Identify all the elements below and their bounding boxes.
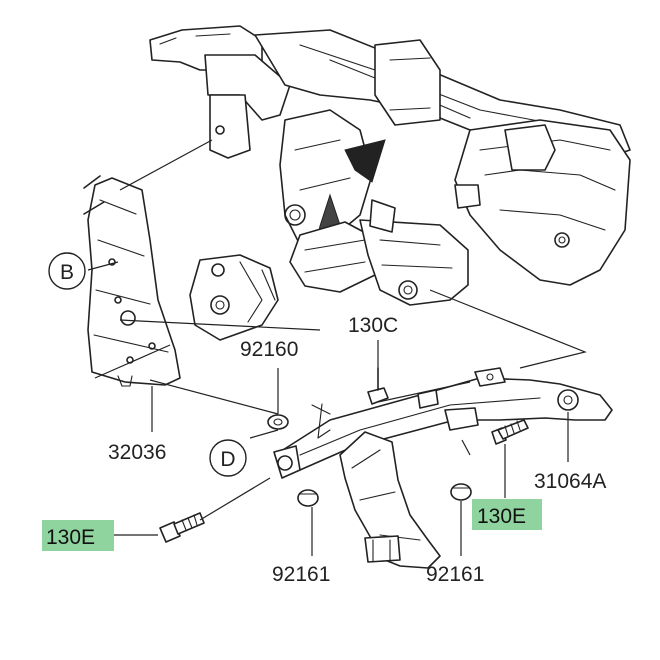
part-92161-right-cap xyxy=(450,483,472,501)
label-130c: 130C xyxy=(348,314,398,337)
callout-d: D xyxy=(209,439,247,477)
highlight-130e-left: 130E xyxy=(42,520,114,551)
callout-b-letter: B xyxy=(60,261,74,284)
highlight-130e-right: 130E xyxy=(472,499,542,530)
part-31064a-bracket xyxy=(273,367,613,569)
label-leaders xyxy=(112,340,569,556)
label-32036: 32036 xyxy=(108,441,166,464)
part-130e-right-bolt xyxy=(491,419,529,445)
label-31064a: 31064A xyxy=(534,470,606,493)
part-92161-left-cap xyxy=(297,489,319,507)
part-130e-left-bolt xyxy=(159,512,205,543)
highlight-box-left xyxy=(42,520,114,551)
assembly-leaders xyxy=(87,139,587,521)
highlight-box-right xyxy=(472,499,542,530)
callout-d-letter: D xyxy=(220,448,235,471)
part-130c-bolt xyxy=(367,367,389,405)
label-92160: 92160 xyxy=(240,338,298,361)
callout-b: B xyxy=(48,252,86,290)
part-labels: 92160 130C 32036 31064A 92161 92161 xyxy=(108,314,606,586)
label-92161-right: 92161 xyxy=(426,563,484,586)
label-130e-left: 130E xyxy=(46,526,95,549)
label-130e-right: 130E xyxy=(477,505,526,528)
frame-assembly xyxy=(149,25,631,341)
label-92161-left: 92161 xyxy=(272,563,330,586)
part-32036-plate xyxy=(83,175,181,387)
part-92160-washer xyxy=(267,414,289,430)
